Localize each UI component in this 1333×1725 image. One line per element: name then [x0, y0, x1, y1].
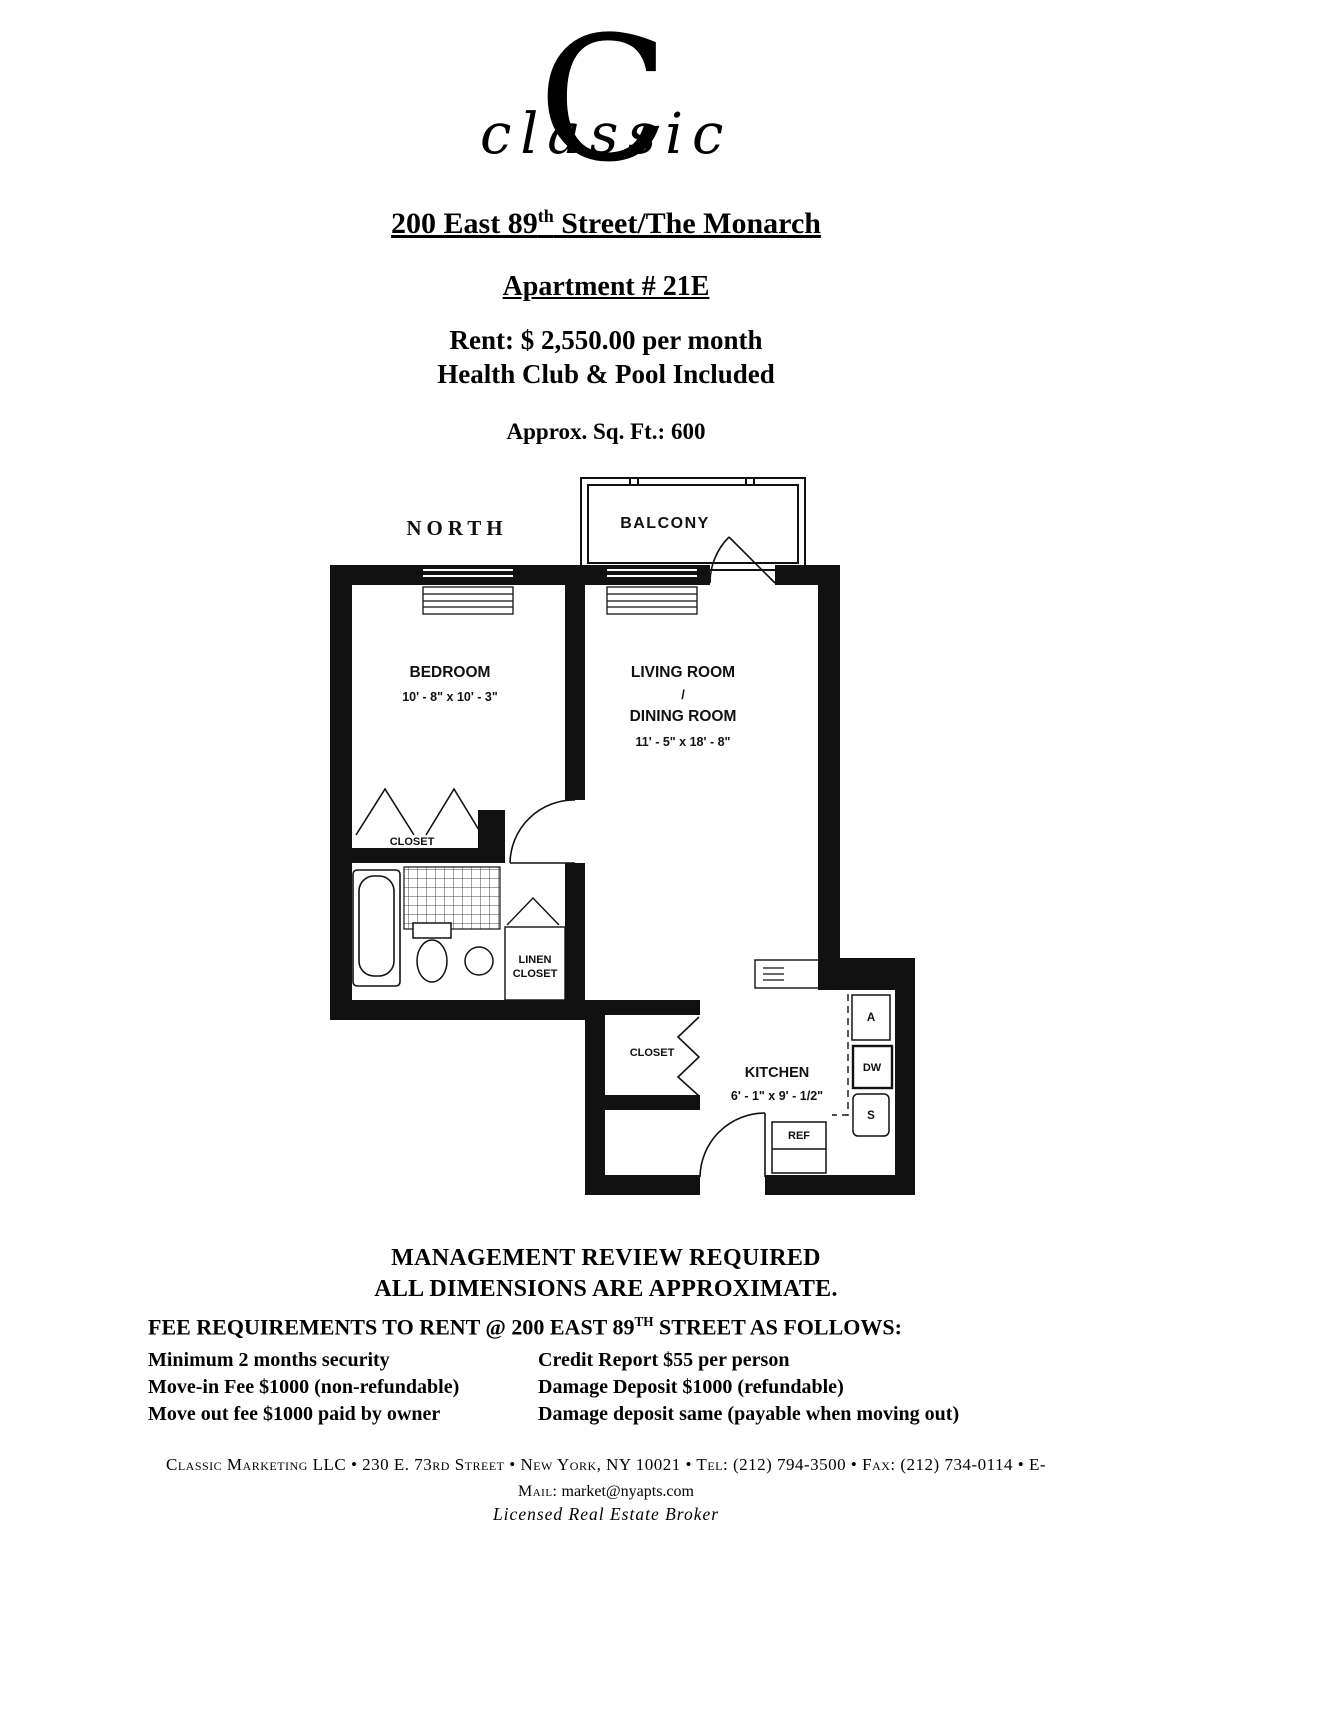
building-title: 200 East 89th Street/The Monarch [0, 206, 1212, 241]
sqft-line: Approx. Sq. Ft.: 600 [506, 419, 706, 444]
living-room-separator: / [681, 687, 685, 702]
classic-logo: C classic [446, 14, 766, 213]
footer-license-line: Licensed Real Estate Broker [492, 1504, 720, 1524]
bedroom-dims: 10' - 8" x 10' - 3" [402, 690, 498, 704]
bathtub [352, 869, 401, 987]
refrigerator [771, 1121, 827, 1174]
bathroom-sink [464, 946, 494, 976]
appliance-dw-box [851, 1044, 894, 1090]
fee-requirements: FEE REQUIREMENTS TO RENT @ 200 EAST 89TH… [148, 1314, 1208, 1426]
toilet [412, 922, 452, 983]
appliance-dw-label: DW [863, 1062, 882, 1074]
convector-living [606, 586, 698, 615]
fees-grid: Minimum 2 months security Credit Report … [148, 1349, 1208, 1426]
linen-closet [504, 896, 566, 1001]
fees-heading-text: FEE REQUIREMENTS TO RENT @ 200 EAST 89 [148, 1314, 635, 1340]
footer-email-prefix: Mail: [518, 1483, 558, 1500]
fees-heading: FEE REQUIREMENTS TO RENT @ 200 EAST 89TH… [148, 1314, 1208, 1340]
entry-closet-doors [676, 1016, 701, 1097]
entry-closet-label: CLOSET [630, 1047, 675, 1059]
north-label: NORTH [406, 516, 507, 540]
fee-item-move-in: Move-in Fee $1000 (non-refundable) [148, 1376, 460, 1399]
refrigerator-label: REF [788, 1130, 810, 1142]
footer-contact-text: Classic Marketing LLC • 230 E. 73rd Stre… [165, 1455, 1046, 1474]
logo-row: C classic [0, 14, 1212, 213]
footer-email-address: market@nyapts.com [561, 1483, 694, 1500]
building-title-text: 200 East 89 [391, 207, 538, 240]
convector-bedroom [422, 586, 514, 615]
footer-email-line: Mail: market@nyapts.com [0, 1483, 1212, 1501]
appliance-s-label: S [867, 1110, 875, 1122]
appliance-a-label: A [867, 1012, 875, 1024]
bedroom-door [509, 799, 576, 864]
linen-closet-label-2: CLOSET [513, 968, 558, 980]
bedroom-closet-doors [355, 787, 483, 836]
fee-item-damage-deposit: Damage Deposit $1000 (refundable) [538, 1376, 844, 1399]
management-notice-line1: MANAGEMENT REVIEW REQUIRED [391, 1245, 821, 1271]
walls [330, 565, 915, 1195]
footer-contact-line: Classic Marketing LLC • 230 E. 73rd Stre… [0, 1455, 1212, 1475]
rent-line: Rent: $ 2,550.00 per month [449, 325, 763, 355]
living-room-dims: 11' - 5" x 18' - 8" [636, 735, 731, 749]
linen-closet-label-1: LINEN [519, 954, 552, 966]
fee-item-damage-deposit-same: Damage deposit same (payable when moving… [538, 1403, 960, 1426]
logo-script-text: classic [480, 102, 733, 167]
management-notice: MANAGEMENT REVIEW REQUIRED ALL DIMENSION… [0, 1243, 1212, 1305]
kitchen-label: KITCHEN [745, 1065, 809, 1081]
floorplan: NORTH BALCONY BEDROOM 10' - 8" x 10' - 3… [330, 477, 915, 1195]
bedroom-label: BEDROOM [410, 664, 491, 681]
fees-heading-sup: TH [634, 1314, 654, 1329]
fee-item-security: Minimum 2 months security [148, 1349, 390, 1372]
bathroom-tile-floor [403, 866, 501, 930]
logo-initial-c: C [538, 0, 670, 200]
bedroom-closet-label: CLOSET [390, 836, 435, 848]
kitchen-dims: 6' - 1" x 9' - 1/2" [731, 1089, 823, 1103]
appliance-a-box [851, 994, 891, 1041]
appliance-sink-box [852, 1093, 890, 1137]
balcony-label: BALCONY [620, 515, 710, 532]
living-room-label: LIVING ROOM [631, 664, 735, 681]
fees-heading-rest: STREET AS FOLLOWS: [653, 1314, 902, 1340]
dining-room-label: DINING ROOM [630, 708, 737, 725]
building-title-sup: th [537, 206, 554, 226]
entry-door [699, 1112, 766, 1178]
balcony-door [709, 536, 776, 584]
building-title-rest: Street/The Monarch [553, 207, 821, 240]
window-lines [423, 569, 697, 577]
management-notice-line2: ALL DIMENSIONS ARE APPROXIMATE. [374, 1276, 838, 1302]
kitchen-counter [754, 959, 849, 1116]
apartment-number: Apartment # 21E [0, 271, 1212, 303]
apartment-number-text: Apartment # 21E [502, 271, 710, 302]
amenity-line: Health Club & Pool Included [437, 359, 775, 389]
fee-item-credit-report: Credit Report $55 per person [538, 1349, 790, 1372]
fee-item-move-out: Move out fee $1000 paid by owner [148, 1403, 441, 1426]
